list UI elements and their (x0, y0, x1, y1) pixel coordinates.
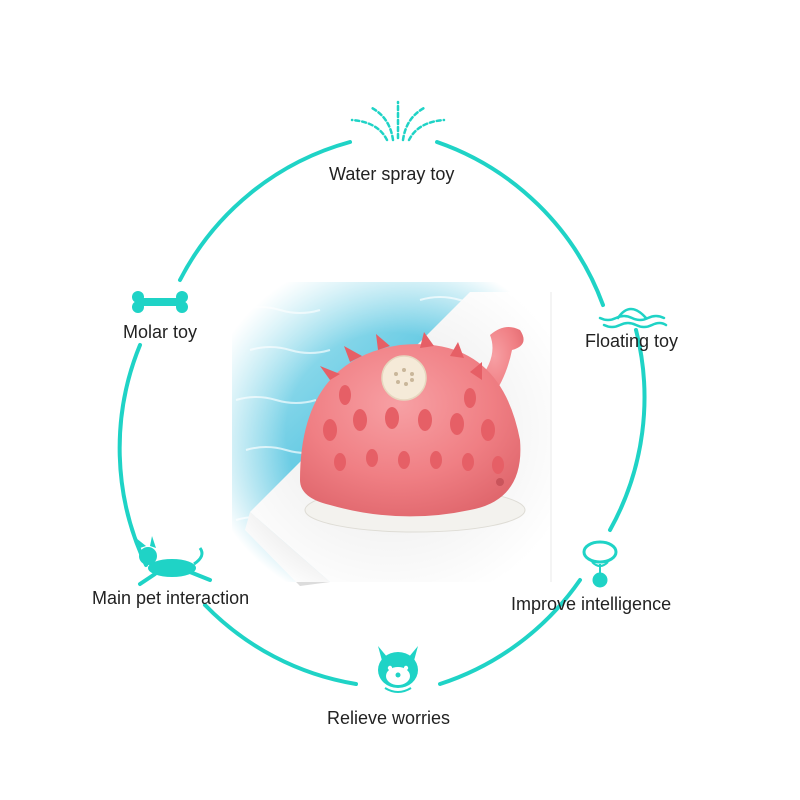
feature-label-intelligence: Improve intelligence (511, 594, 672, 614)
accent-ring (117, 140, 647, 686)
shiba-dog-face-icon (378, 646, 418, 693)
running-dog-icon (136, 536, 212, 586)
pufferfish-toy-image (300, 326, 526, 533)
feature-label-molar: Molar toy (123, 322, 198, 342)
float-icon (598, 307, 668, 329)
bone-icon (132, 291, 188, 313)
pet-collar-icon (582, 540, 618, 588)
feature-label-relieve-worries: Relieve worries (327, 708, 451, 728)
feature-label-floating: Floating toy (585, 331, 679, 351)
feature-label-pet-interaction: Main pet interaction (92, 588, 250, 608)
water-fountain-icon (350, 100, 446, 142)
feature-label-water-spray: Water spray toy (329, 164, 455, 184)
